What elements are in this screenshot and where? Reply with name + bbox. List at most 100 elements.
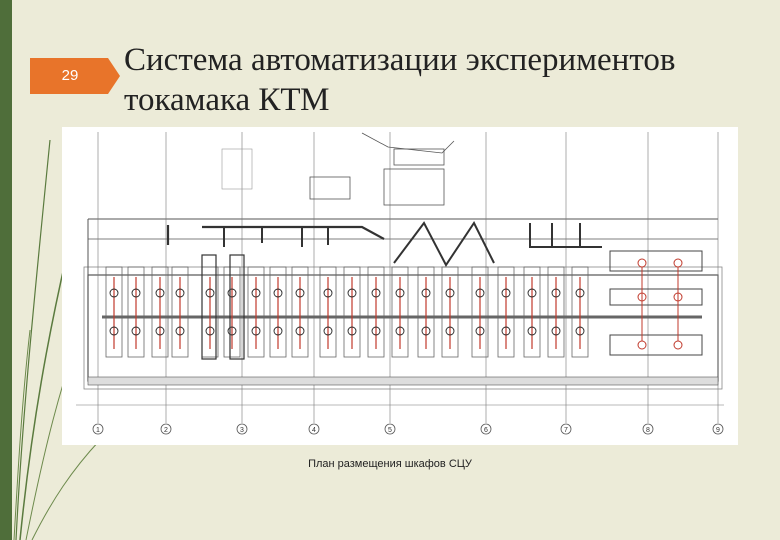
control-cabinet [441, 266, 459, 358]
control-cabinet [547, 266, 565, 358]
cabinet-marker [673, 258, 683, 268]
axis-label: 7 [564, 427, 568, 434]
cabinet-marker [175, 326, 185, 336]
cabinet-marker [445, 288, 455, 298]
cabinet-marker [551, 326, 561, 336]
control-cabinet [471, 266, 489, 358]
control-cabinet [151, 266, 169, 358]
control-cabinet [319, 266, 337, 358]
cabinet-marker [395, 326, 405, 336]
axis-label: 6 [484, 427, 488, 434]
axis-bubble [236, 423, 248, 435]
pipe-line [361, 132, 455, 154]
axis-bubble [642, 423, 654, 435]
floor-plan-drawing: 1 2 3 4 5 6 7 8 9 [62, 127, 738, 445]
axis-label: 5 [388, 427, 392, 434]
cabinet-marker [395, 288, 405, 298]
cabinet-marker [371, 326, 381, 336]
cable-tray [529, 223, 602, 248]
slide-number-badge [30, 58, 120, 94]
drawing-caption: План размещения шкафов СЦУ [308, 458, 472, 470]
control-cabinet [269, 266, 287, 358]
axis-label: 8 [646, 427, 650, 434]
cabinet-marker [527, 326, 537, 336]
equipment-block [309, 176, 351, 200]
cabinet-marker [227, 288, 237, 298]
cabinet-marker [501, 288, 511, 298]
axis-bubble [160, 423, 172, 435]
cabinet-group [609, 288, 703, 306]
cabinet-marker [273, 288, 283, 298]
cabinet-marker [527, 288, 537, 298]
cabinet-marker [637, 340, 647, 350]
cabinet-marker [475, 288, 485, 298]
axis-bubble [308, 423, 320, 435]
cabinet-marker [227, 326, 237, 336]
cabinet-marker [323, 288, 333, 298]
control-cabinet [105, 266, 123, 358]
control-cabinet [247, 266, 265, 358]
cable-tray [393, 221, 495, 267]
control-cabinet [497, 266, 515, 358]
cabinet-marker [673, 340, 683, 350]
cabinet-marker [131, 326, 141, 336]
control-cabinet [223, 266, 241, 358]
cabinet-marker [575, 288, 585, 298]
cabinet-marker [109, 326, 119, 336]
control-cabinet [291, 266, 309, 358]
axis-label: 3 [240, 427, 244, 434]
axis-label: 2 [164, 427, 168, 434]
cabinet-marker [205, 288, 215, 298]
control-cabinet [417, 266, 435, 358]
cabinet-marker [421, 288, 431, 298]
cabinet-marker [295, 326, 305, 336]
control-cabinet [571, 266, 589, 358]
axis-bubble [480, 423, 492, 435]
cabinet-marker [551, 288, 561, 298]
axis-bubble [384, 423, 396, 435]
cabinet-marker [371, 288, 381, 298]
cabinet-marker [155, 326, 165, 336]
cabinet-marker [637, 258, 647, 268]
control-cabinet [367, 266, 385, 358]
axis-label: 9 [716, 427, 720, 434]
cabinet-marker [421, 326, 431, 336]
cabinet-marker [445, 326, 455, 336]
cabinet-frame [201, 254, 217, 360]
cabinet-marker [205, 326, 215, 336]
cabinet-marker [475, 326, 485, 336]
control-cabinet [523, 266, 541, 358]
cabinet-marker [251, 288, 261, 298]
cabinet-group [609, 334, 703, 356]
equipment-block [393, 148, 445, 166]
axis-label: 1 [96, 427, 100, 434]
cabinet-marker [501, 326, 511, 336]
control-cabinet [391, 266, 409, 358]
equipment-block [221, 148, 253, 190]
axis-bubble [560, 423, 572, 435]
slide-title: Система автоматизации экспериментов тока… [124, 42, 676, 118]
cabinet-marker [155, 288, 165, 298]
cabinet-marker [575, 326, 585, 336]
cabinet-marker [323, 326, 333, 336]
left-sidebar-bar [0, 0, 12, 540]
cabinet-group [609, 250, 703, 272]
control-cabinet [127, 266, 145, 358]
cabinet-marker [347, 288, 357, 298]
axis-bubble [712, 423, 724, 435]
control-cabinet [171, 266, 189, 358]
slide-number: 29 [61, 67, 79, 84]
cabinet-marker [131, 288, 141, 298]
bottom-wall-band [87, 376, 719, 386]
axis-bubble [92, 423, 104, 435]
cabinet-marker [273, 326, 283, 336]
cabinet-frame [229, 254, 245, 360]
control-cabinet [343, 266, 361, 358]
cabinet-marker [295, 288, 305, 298]
axis-label: 4 [312, 427, 316, 434]
cabinet-marker [347, 326, 357, 336]
cabinet-marker [251, 326, 261, 336]
cable-tray [202, 225, 385, 240]
equipment-block [383, 168, 445, 206]
cabinet-marker [175, 288, 185, 298]
